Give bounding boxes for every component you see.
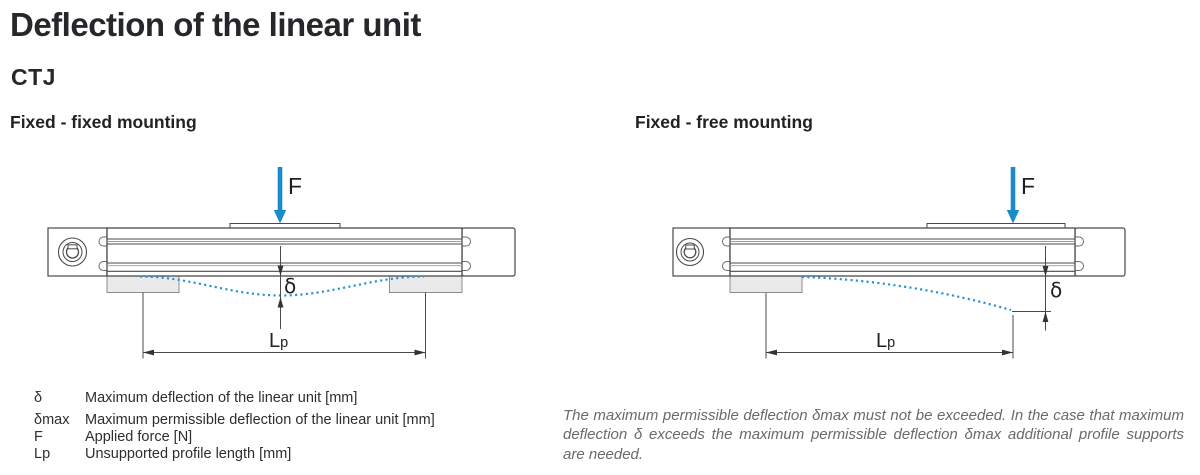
- legend-row-delta-max: δmax Maximum permissible deflection of t…: [34, 412, 534, 429]
- legend-symbol: δmax: [34, 412, 70, 428]
- diagram-fixed-free: F δ Lp: [672, 167, 1126, 359]
- force-arrow: [273, 167, 287, 224]
- end-block-left: [672, 227, 731, 277]
- legend-symbol: F: [34, 429, 43, 445]
- dim-arrow-down-icon: [1042, 266, 1049, 277]
- legend-description: Unsupported profile length [mm]: [85, 446, 292, 462]
- dim-arrow-down-icon: [277, 265, 284, 276]
- legend-row-length: Lp Unsupported profile length [mm]: [34, 446, 534, 463]
- delta-label: δ: [1050, 278, 1062, 302]
- profile-body: [106, 227, 463, 277]
- delta-label: δ: [284, 274, 296, 298]
- dim-arrow-right-icon: [414, 349, 426, 356]
- dim-arrow-right-icon: [1002, 349, 1013, 356]
- legend-description: Maximum deflection of the linear unit [m…: [85, 390, 358, 406]
- diagram-fixed-fixed: F δ Lp: [47, 167, 516, 359]
- end-block-left: [47, 227, 108, 277]
- support-block: [729, 275, 803, 293]
- symbol-legend: δ Maximum deflection of the linear unit …: [34, 390, 534, 463]
- dim-arrow-up-icon: [1042, 311, 1049, 322]
- guide-rails-inner: [107, 241, 462, 267]
- heading-fixed-fixed-mounting: Fixed - fixed mounting: [10, 112, 197, 132]
- legend-symbol: δ: [34, 390, 43, 406]
- lp-label: Lp: [269, 330, 288, 352]
- dim-arrow-up-icon: [277, 297, 284, 308]
- legend-description: Maximum permissible deflection of the li…: [85, 412, 435, 428]
- drive-shaft-icon: [675, 237, 705, 267]
- deflection-curve: [801, 275, 1012, 312]
- guide-rails: [730, 238, 1075, 272]
- support-block-right: [389, 275, 463, 293]
- profile-body: [729, 227, 1076, 277]
- page-title: Deflection of the linear unit: [10, 6, 421, 43]
- heading-fixed-free-mounting: Fixed - free mounting: [635, 112, 813, 132]
- lp-dimension: [142, 292, 426, 359]
- dim-arrow-left-icon: [143, 349, 154, 356]
- dim-arrow-left-icon: [766, 349, 777, 356]
- drive-shaft-icon: [57, 237, 88, 267]
- guide-rails: [107, 238, 462, 272]
- deflection-note: The maximum permissible deflection δmax …: [563, 407, 1184, 463]
- lp-label: Lp: [876, 330, 895, 352]
- legend-description: Applied force [N]: [85, 429, 193, 445]
- legend-row-force: F Applied force [N]: [34, 429, 534, 446]
- force-arrow: [1006, 167, 1020, 224]
- force-label: F: [1021, 173, 1035, 199]
- lp-dimension: [765, 293, 1014, 359]
- page-subtitle-series: CTJ: [11, 64, 56, 90]
- deflection-curve: [139, 275, 425, 297]
- legend-symbol: Lp: [34, 446, 51, 462]
- force-label: F: [288, 173, 302, 199]
- legend-row-delta: δ Maximum deflection of the linear unit …: [34, 390, 534, 407]
- guide-rails-inner: [730, 241, 1075, 267]
